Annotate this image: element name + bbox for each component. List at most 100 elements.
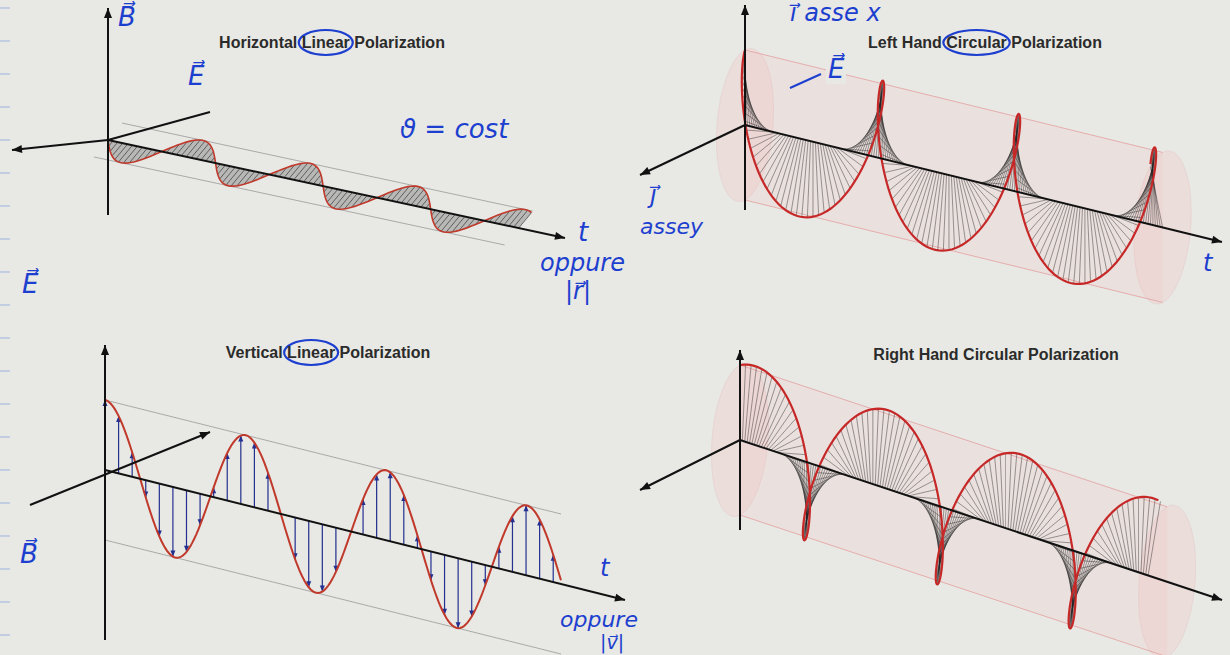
field-spoke <box>892 432 914 490</box>
handwritten-note: E⃗ <box>22 270 38 299</box>
field-spoke <box>884 166 912 173</box>
field-hatch <box>308 170 319 183</box>
field-hatch <box>441 214 455 231</box>
field-spoke <box>802 140 808 216</box>
field-spoke <box>1150 166 1162 227</box>
field-hatch <box>416 193 427 206</box>
handwritten-note: |r⃗| <box>565 278 591 304</box>
horizontal-axis <box>640 125 745 175</box>
field-vector-shaft <box>254 443 255 508</box>
field-hatch <box>294 163 308 180</box>
propagation-axis-head <box>1211 593 1222 601</box>
field-spoke <box>885 417 900 488</box>
field-spoke <box>1079 208 1082 284</box>
field-hatch <box>218 165 226 174</box>
field-spoke <box>947 518 975 525</box>
field-vector <box>510 516 515 572</box>
field-spoke <box>908 489 936 496</box>
margin-tick <box>0 239 10 240</box>
horizontal-linear-wave <box>12 8 565 245</box>
field-hatch <box>330 190 343 205</box>
field-spoke <box>1031 202 1058 241</box>
field-spoke <box>938 174 944 250</box>
field-spoke <box>1018 461 1033 532</box>
field-hatch <box>123 146 137 163</box>
propagation-axis-shaft <box>745 125 1222 242</box>
field-spoke <box>796 140 805 216</box>
field-hatch <box>201 147 212 160</box>
field-spoke <box>906 480 935 495</box>
field-spoke <box>1025 476 1047 534</box>
field-hatch <box>191 141 205 158</box>
field-vector-shaft <box>458 558 459 628</box>
field-spoke <box>1048 204 1068 268</box>
handwritten-note: assey <box>640 215 703 239</box>
field-spoke <box>1020 465 1038 533</box>
field-hatch <box>110 142 118 151</box>
field-spoke <box>750 133 779 148</box>
field-spoke <box>901 462 929 493</box>
field-spoke <box>807 141 810 217</box>
field-vector <box>442 555 447 615</box>
field-spoke <box>1000 455 1003 528</box>
field-spoke <box>878 409 884 485</box>
field-spoke <box>1092 210 1101 276</box>
field-vector-shaft <box>118 416 119 474</box>
field-spoke <box>1013 455 1022 531</box>
field-spoke <box>1143 497 1149 573</box>
margin-tick <box>0 107 10 108</box>
propagation-axis-shaft <box>108 140 565 238</box>
field-spoke <box>820 143 829 209</box>
handwritten-note: E⃗ <box>826 55 846 84</box>
field-spoke <box>903 170 927 223</box>
field-vector-shaft <box>512 516 513 572</box>
field-spoke <box>759 135 786 174</box>
field-spoke <box>862 413 868 483</box>
handwritten-note: t <box>1203 250 1212 276</box>
cylinder-edge <box>745 50 1163 152</box>
field-hatch <box>514 210 528 227</box>
field-vector-shaft <box>159 484 160 537</box>
field-spoke <box>1043 204 1065 262</box>
field-spoke <box>907 170 929 228</box>
field-vector <box>225 453 230 501</box>
field-spoke <box>897 446 923 492</box>
field-spoke <box>956 177 965 243</box>
field-vector-shaft <box>376 474 377 538</box>
field-vector-shaft <box>403 495 404 545</box>
field-spoke <box>1148 501 1160 575</box>
vertical-linear-wave <box>30 345 625 654</box>
field-vector <box>184 490 189 551</box>
field-spoke <box>895 168 922 207</box>
margin-tick <box>0 8 10 9</box>
field-spoke <box>759 388 781 446</box>
vertical-axis <box>101 345 109 640</box>
field-vector-shaft <box>227 453 228 501</box>
field-spoke <box>814 474 842 481</box>
propagation-axis <box>105 470 625 601</box>
field-vector-shaft <box>539 519 540 578</box>
transverse-axis <box>30 432 210 505</box>
field-vector <box>537 519 542 578</box>
field-hatch <box>206 152 214 161</box>
field-hatch <box>437 213 450 228</box>
field-hatch <box>115 144 128 159</box>
margin-tick <box>0 41 10 42</box>
field-spoke <box>951 176 954 249</box>
propagation-axis <box>745 125 1222 244</box>
field-spoke <box>943 174 946 250</box>
margin-tick <box>0 503 10 504</box>
vertical-axis <box>104 8 112 215</box>
field-spoke <box>995 457 1001 527</box>
field-spoke <box>1084 208 1085 283</box>
field-spoke <box>899 169 925 215</box>
field-spoke <box>825 145 840 201</box>
panel-title: Left Hand Circular Polarization <box>868 34 1102 52</box>
field-vector <box>374 474 379 538</box>
field-spoke <box>887 421 905 489</box>
field-spoke <box>1087 209 1090 282</box>
horizontal-axis <box>12 140 108 153</box>
field-hatch <box>313 175 321 184</box>
field-spoke <box>1053 205 1071 273</box>
